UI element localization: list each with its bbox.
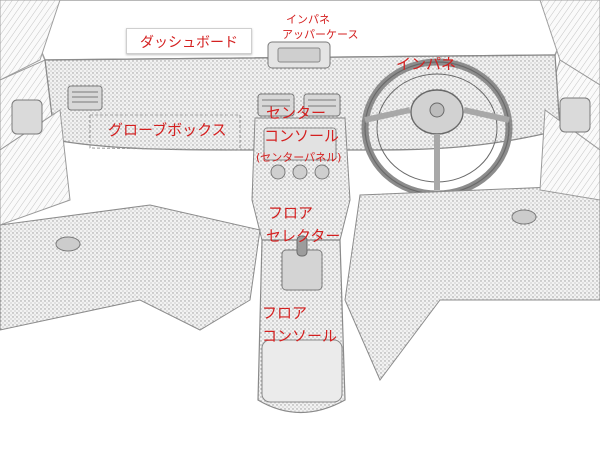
center-console-label-1: センター <box>266 104 327 122</box>
inpane-label: インパネ <box>396 55 457 73</box>
center-panel-label: (センターパネル) <box>256 151 342 164</box>
floor-selector-label-2: セレクター <box>266 227 341 245</box>
glovebox-label: グローブボックス <box>108 121 227 139</box>
floor-console-label-2: コンソール <box>262 327 338 345</box>
floor-console-label-1: フロア <box>262 304 308 322</box>
right-mat-clip <box>511 209 537 225</box>
roof-shade <box>0 0 61 81</box>
dashboard-label-box: ダッシュボード <box>126 28 252 54</box>
inpane-upper-label-1: インパネ <box>286 13 330 26</box>
right-floor-mat <box>344 184 600 381</box>
left-mat-clip <box>55 236 81 252</box>
center-vents <box>257 93 341 117</box>
right-door-handle <box>559 97 591 133</box>
climate-knobs <box>270 164 330 180</box>
upper-case-slot <box>277 47 321 63</box>
radio-unit <box>263 127 337 161</box>
floor-selector-label-1: フロア <box>268 204 314 222</box>
dashboard-label: ダッシュボード <box>140 35 238 51</box>
left-vent <box>67 85 103 111</box>
glovebox-shape <box>89 114 241 151</box>
shifter-knob <box>296 235 308 257</box>
inpane-upper-label-2: アッパーケース <box>282 28 359 41</box>
left-door-handle <box>11 99 43 135</box>
left-floor-mat <box>0 204 261 331</box>
roof-shade-right <box>539 0 600 86</box>
center-console-label-2: コンソール <box>264 127 340 145</box>
console-lid <box>261 339 343 403</box>
